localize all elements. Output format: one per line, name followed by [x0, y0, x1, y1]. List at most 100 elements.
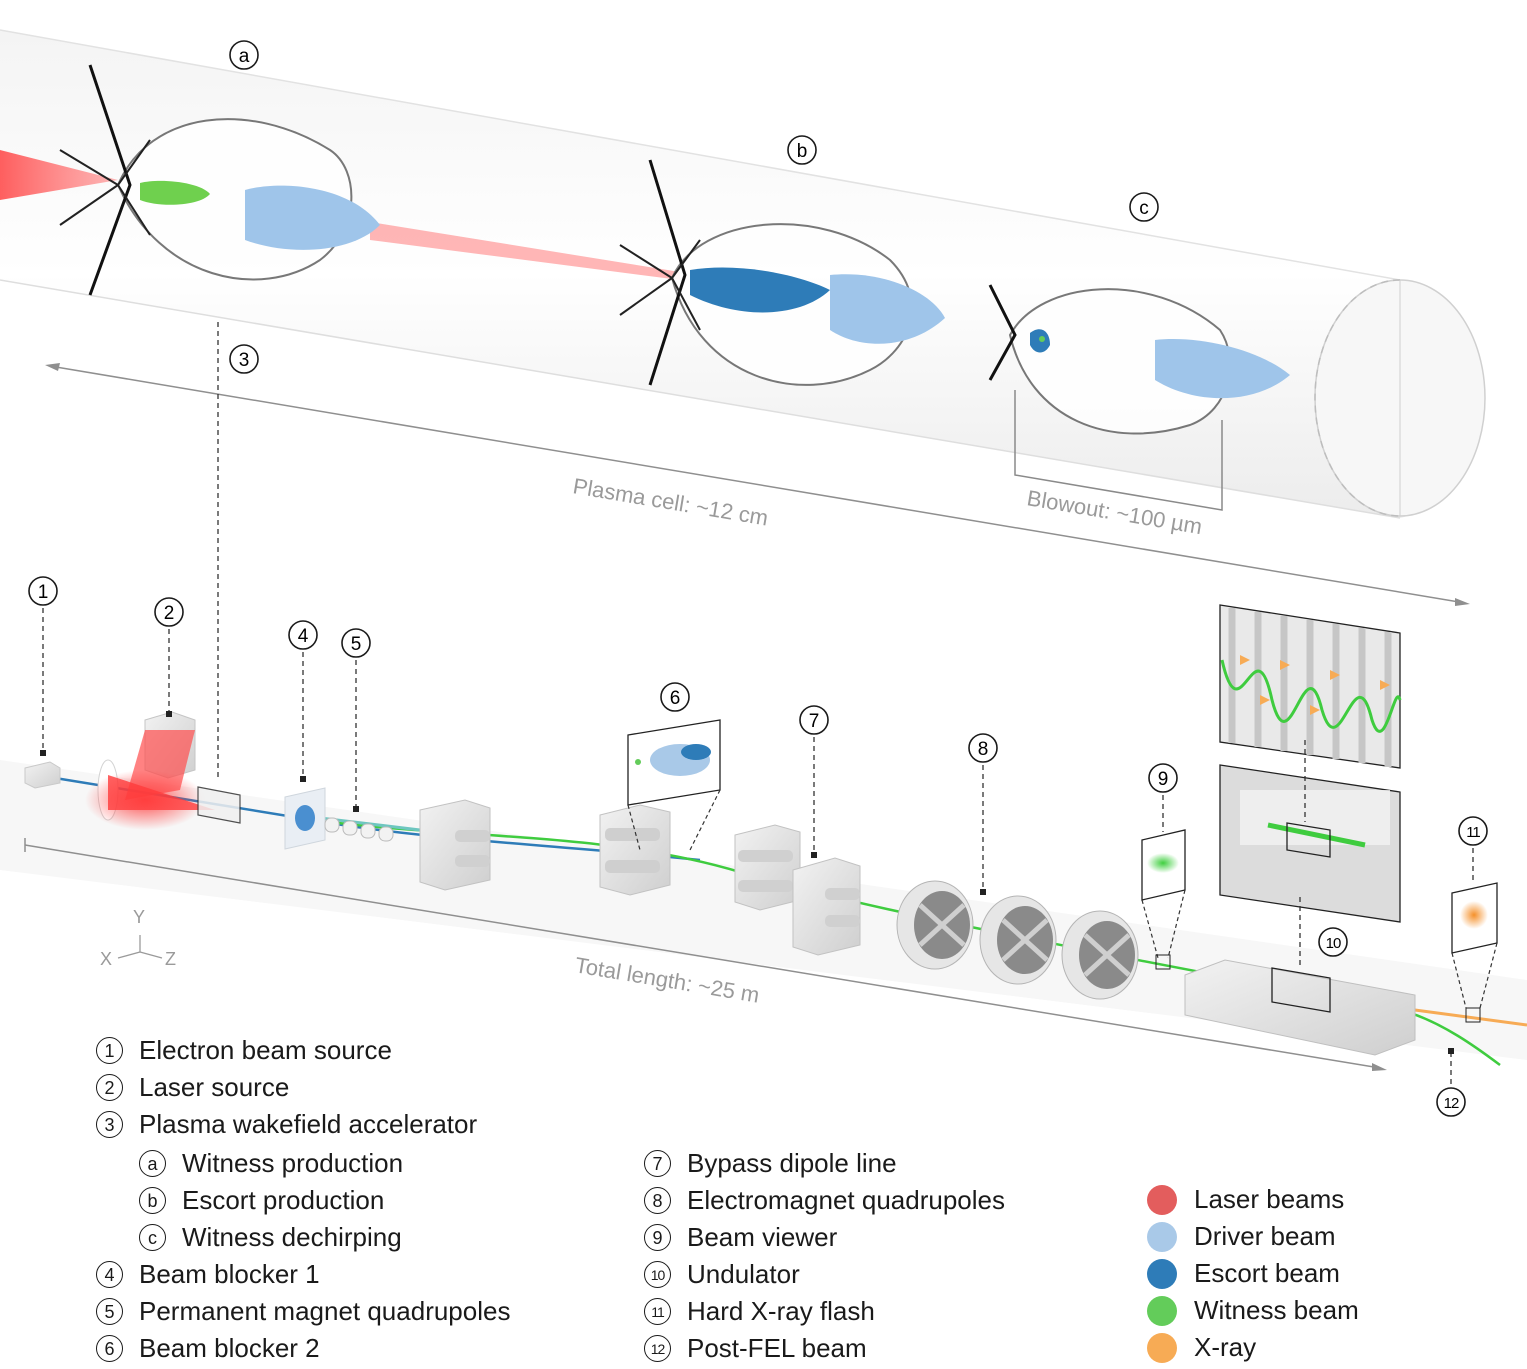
- legend-label: Witness dechirping: [182, 1222, 402, 1252]
- legend-symbol: 8: [644, 1187, 671, 1214]
- svg-text:6: 6: [670, 688, 681, 709]
- legend-label: Undulator: [687, 1259, 800, 1289]
- witness-color-swatch: [1147, 1295, 1177, 1326]
- callout-11: 11: [1458, 816, 1488, 880]
- svg-text:10: 10: [1326, 935, 1341, 952]
- axis-triad: [117, 935, 163, 959]
- legend-color-laser: Laser beams: [1147, 1184, 1344, 1215]
- legend-symbol: 5: [96, 1298, 123, 1325]
- legend-symbol: 3: [96, 1111, 123, 1138]
- plasma-cell-module: [197, 786, 241, 824]
- legend-label: Electron beam source: [139, 1035, 392, 1065]
- axis-y-label: Y: [133, 907, 145, 927]
- legend-label: Escort beam: [1194, 1258, 1340, 1288]
- svg-text:5: 5: [351, 634, 362, 655]
- legend-symbol: c: [139, 1224, 166, 1251]
- legend-symbol: 11: [644, 1298, 671, 1325]
- legend-item-6: 6 Beam blocker 2: [96, 1333, 320, 1364]
- legend-label: Driver beam: [1194, 1221, 1336, 1251]
- legend-symbol: a: [139, 1150, 166, 1177]
- escort-color-swatch: [1147, 1258, 1177, 1289]
- plasma-length-arrow: [45, 363, 1470, 606]
- beam-blocker-2-inset: [627, 719, 721, 851]
- beam-viewer-inset: [1141, 829, 1186, 970]
- legend-item-3: 3 Plasma wakefield accelerator: [96, 1109, 477, 1140]
- svg-text:4: 4: [298, 626, 309, 647]
- legend-label: Electromagnet quadrupoles: [687, 1185, 1005, 1215]
- legend-label: Beam viewer: [687, 1222, 838, 1252]
- callout-5: 5: [341, 628, 371, 812]
- legend-label: Permanent magnet quadrupoles: [139, 1296, 511, 1326]
- svg-text:a: a: [239, 46, 250, 67]
- callout-4: 4: [288, 620, 318, 782]
- legend-label: Beam blocker 2: [139, 1333, 320, 1363]
- callout-2: 2: [154, 597, 184, 717]
- legend-item-12: 12 Post-FEL beam: [644, 1333, 867, 1364]
- callout-6: 6: [660, 682, 690, 712]
- legend-symbol: 4: [96, 1261, 123, 1288]
- dipole-magnet-3: [734, 824, 801, 911]
- legend-label: Post-FEL beam: [687, 1333, 867, 1363]
- legend-item-10: 10 Undulator: [644, 1259, 800, 1290]
- svg-text:8: 8: [978, 739, 989, 760]
- legend-symbol: 10: [644, 1261, 671, 1288]
- legend-label: Witness beam: [1194, 1295, 1359, 1325]
- pm-quadrupoles: [324, 817, 394, 842]
- legend-item-8: 8 Electromagnet quadrupoles: [644, 1185, 1005, 1216]
- xray-color-swatch: [1147, 1332, 1177, 1363]
- callout-1: 1: [28, 576, 58, 756]
- legend-label: Hard X-ray flash: [687, 1296, 875, 1326]
- xray-beam: [1399, 1006, 1527, 1027]
- callout-7: 7: [799, 705, 829, 858]
- axis-x-label: X: [100, 949, 112, 969]
- legend-color-driver: Driver beam: [1147, 1221, 1336, 1252]
- beam-blocker-1: [284, 787, 326, 850]
- svg-text:c: c: [1139, 198, 1149, 219]
- legend-symbol: 9: [644, 1224, 671, 1251]
- legend-label: Beam blocker 1: [139, 1259, 320, 1289]
- legend-symbol: 6: [96, 1335, 123, 1362]
- stage-c-label: c: [1129, 192, 1159, 222]
- legend-label: Witness production: [182, 1148, 404, 1178]
- legend-symbol: 7: [644, 1150, 671, 1177]
- svg-text:2: 2: [164, 603, 175, 624]
- legend-item-a: a Witness production: [139, 1148, 403, 1179]
- legend-label: X-ray: [1194, 1332, 1257, 1362]
- axis-z-label: Z: [165, 949, 176, 969]
- legend-label: Bypass dipole line: [687, 1148, 897, 1178]
- xray-flash-inset: [1451, 882, 1498, 1023]
- legend-item-2: 2 Laser source: [96, 1072, 289, 1103]
- legend-label: Laser source: [139, 1072, 290, 1102]
- legend-item-c: c Witness dechirping: [139, 1222, 402, 1253]
- legend-item-9: 9 Beam viewer: [644, 1222, 837, 1253]
- legend-item-7: 7 Bypass dipole line: [644, 1148, 897, 1179]
- svg-text:7: 7: [809, 711, 820, 732]
- legend-label: Laser beams: [1194, 1184, 1345, 1214]
- stage-b-bubble: [619, 159, 945, 386]
- legend-symbol: 1: [96, 1037, 123, 1064]
- electron-source: [24, 761, 61, 789]
- callout-8: 8: [968, 733, 998, 895]
- legend-symbol: 2: [96, 1074, 123, 1101]
- laser-source: [85, 711, 215, 830]
- stage-a-bubble: [59, 64, 380, 296]
- legend-symbol: 12: [644, 1335, 671, 1362]
- legend-label: Plasma wakefield accelerator: [139, 1109, 478, 1139]
- stage-c-bubble: [988, 284, 1290, 511]
- undulator-inset-top: [1219, 604, 1402, 769]
- legend-item-1: 1 Electron beam source: [96, 1035, 392, 1066]
- svg-text:b: b: [797, 141, 808, 162]
- legend-symbol: b: [139, 1187, 166, 1214]
- undulator-inset-bottom: [1219, 740, 1401, 968]
- svg-text:9: 9: [1158, 769, 1169, 790]
- callout-9: 9: [1148, 763, 1178, 832]
- undulator: [1184, 959, 1416, 1056]
- stage-b-label: b: [787, 135, 817, 165]
- em-quadrupoles: [896, 880, 1139, 1000]
- legend-item-b: b Escort production: [139, 1185, 384, 1216]
- total-length-arrow: [24, 838, 1387, 1071]
- dipole-magnet-1: [419, 799, 491, 891]
- beam-blocker-2-module: [599, 804, 671, 896]
- legend-color-xray: X-ray: [1147, 1332, 1256, 1363]
